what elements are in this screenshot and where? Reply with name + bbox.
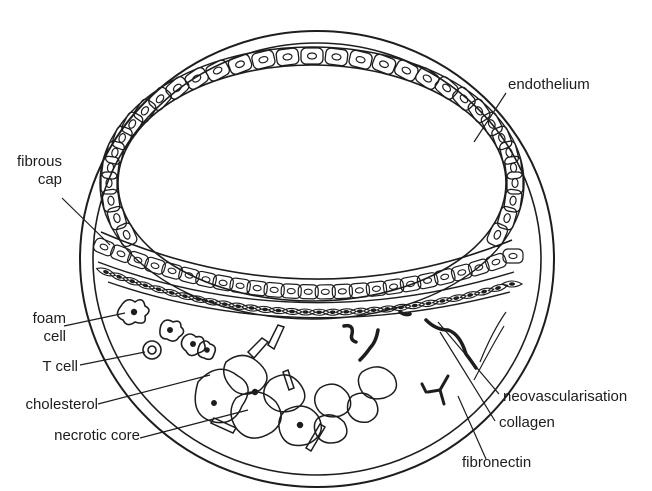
- smooth-muscle-nucleus: [182, 294, 189, 299]
- foam-cell-label-line2: cell: [10, 328, 66, 345]
- necrotic-core-label: necrotic core: [6, 427, 140, 444]
- fibrous-cap-label-line1: fibrous: [12, 153, 62, 170]
- smooth-muscle-nucleus: [412, 303, 418, 307]
- endothelial-cell-nucleus: [422, 73, 433, 83]
- smooth-muscle-nucleus: [467, 293, 474, 298]
- t-cell: [143, 341, 161, 359]
- endothelial-cell: [499, 140, 520, 165]
- lumen-edge: [118, 65, 506, 301]
- endothelial-cell-nucleus: [509, 196, 516, 206]
- endothelial-cell-nucleus: [459, 93, 469, 104]
- endothelial-cell: [301, 48, 323, 64]
- endothelial-cell-nucleus: [510, 163, 517, 173]
- endothelial-cell-nucleus: [493, 229, 502, 240]
- smooth-muscle-nucleus: [262, 307, 268, 311]
- cap-cell-nucleus: [236, 283, 245, 289]
- cap-cell-nucleus: [457, 269, 466, 276]
- cap-cell-nucleus: [372, 286, 381, 292]
- fibronectin-strand: [422, 376, 448, 404]
- cap-cell-nucleus: [99, 243, 108, 251]
- endothelial-cell-nucleus: [113, 213, 121, 223]
- smooth-muscle-nucleus: [289, 310, 295, 314]
- cap-cell-nucleus: [509, 253, 517, 258]
- endothelial-cell: [106, 205, 127, 231]
- necrotic-core: [195, 325, 396, 451]
- smooth-muscle-nucleus: [453, 296, 460, 301]
- smooth-muscle-nucleus: [168, 290, 175, 295]
- smooth-muscle-nucleus: [302, 310, 308, 314]
- endothelial-cell: [507, 172, 523, 194]
- endothelial-cell-nucleus: [332, 53, 342, 60]
- endothelial-cell: [227, 53, 253, 76]
- cholesterol-label: cholesterol: [6, 396, 98, 413]
- smooth-muscle-nucleus: [357, 309, 363, 313]
- cap-cell-nucleus: [491, 258, 500, 266]
- pointer-lines: [62, 93, 506, 459]
- endothelial-cell-nucleus: [235, 60, 246, 69]
- fibrous-cap-label-line2: cap: [12, 171, 62, 188]
- fibronectin-label: fibronectin: [462, 454, 531, 471]
- cap-cell-nucleus: [338, 289, 346, 295]
- endothelial-cell: [504, 189, 523, 213]
- endothelial-cell-nucleus: [401, 66, 412, 75]
- cap-cell-nucleus: [253, 285, 262, 291]
- smooth-muscle-nucleus: [248, 306, 254, 310]
- smooth-muscle-nucleus: [235, 304, 241, 308]
- cap-cell-nucleus: [116, 250, 125, 258]
- cap-cell-nucleus: [440, 273, 449, 280]
- endothelial-cell-nucleus: [308, 53, 317, 59]
- cap-cell-nucleus: [304, 289, 312, 294]
- endothelial-cell-nucleus: [355, 56, 365, 64]
- smooth-muscle-nucleus: [343, 310, 349, 314]
- smooth-muscle-nucleus: [330, 310, 336, 314]
- endothelial-cell: [486, 221, 510, 248]
- cap-cell-nucleus: [321, 289, 329, 294]
- endothelial-cell-nucleus: [503, 213, 511, 223]
- endothelial-cell-nucleus: [512, 179, 518, 188]
- endothelial-cell-nucleus: [283, 53, 293, 60]
- endothelial-cell: [325, 48, 349, 67]
- endothelial-cell-nucleus: [111, 148, 119, 158]
- endothelial-cell-nucleus: [258, 56, 268, 64]
- endothelial-cell-nucleus: [107, 196, 114, 206]
- smooth-muscle-nucleus: [275, 309, 281, 313]
- endothelial-cell-nucleus: [441, 83, 452, 93]
- neovascularisation-label: neovascularisation: [503, 388, 627, 405]
- endothelial-cell: [115, 221, 139, 248]
- collagen-label: collagen: [499, 414, 555, 431]
- endothelial-cell-nucleus: [379, 60, 390, 69]
- smooth-muscle-nucleus: [495, 285, 502, 290]
- cap-cell-nucleus: [219, 280, 228, 287]
- t-cell-label: T cell: [10, 358, 78, 375]
- smooth-muscle-nucleus: [481, 289, 488, 294]
- smooth-muscle-nucleus: [425, 301, 432, 306]
- neovascularisation-vessels: [344, 312, 476, 368]
- cap-cell-nucleus: [202, 276, 211, 283]
- endothelium-label: endothelium: [508, 76, 590, 93]
- cap-cell-nucleus: [287, 288, 295, 294]
- cap-cell-nucleus: [270, 287, 278, 293]
- endothelial-cell-nucleus: [122, 229, 131, 240]
- endothelial-cell-nucleus: [107, 163, 114, 173]
- foam-cells: [117, 300, 215, 360]
- smooth-muscle-nucleus: [509, 282, 515, 286]
- smooth-muscle-nucleus: [439, 299, 446, 304]
- cap-cell-nucleus: [167, 267, 176, 274]
- endothelial-cell: [276, 48, 300, 67]
- cap-cell-nucleus: [389, 283, 398, 289]
- foam-cell-label-line1: foam: [10, 310, 66, 327]
- cap-cell-nucleus: [355, 287, 363, 293]
- cap-cell-nucleus: [150, 262, 159, 269]
- inner-vessel-wall: [93, 43, 541, 475]
- endothelial-cell: [101, 172, 117, 194]
- smooth-muscle-nucleus: [370, 308, 376, 312]
- endothelial-cell-nucleus: [172, 83, 183, 93]
- endothelial-cell: [496, 205, 517, 231]
- smooth-muscle-nucleus: [316, 310, 322, 314]
